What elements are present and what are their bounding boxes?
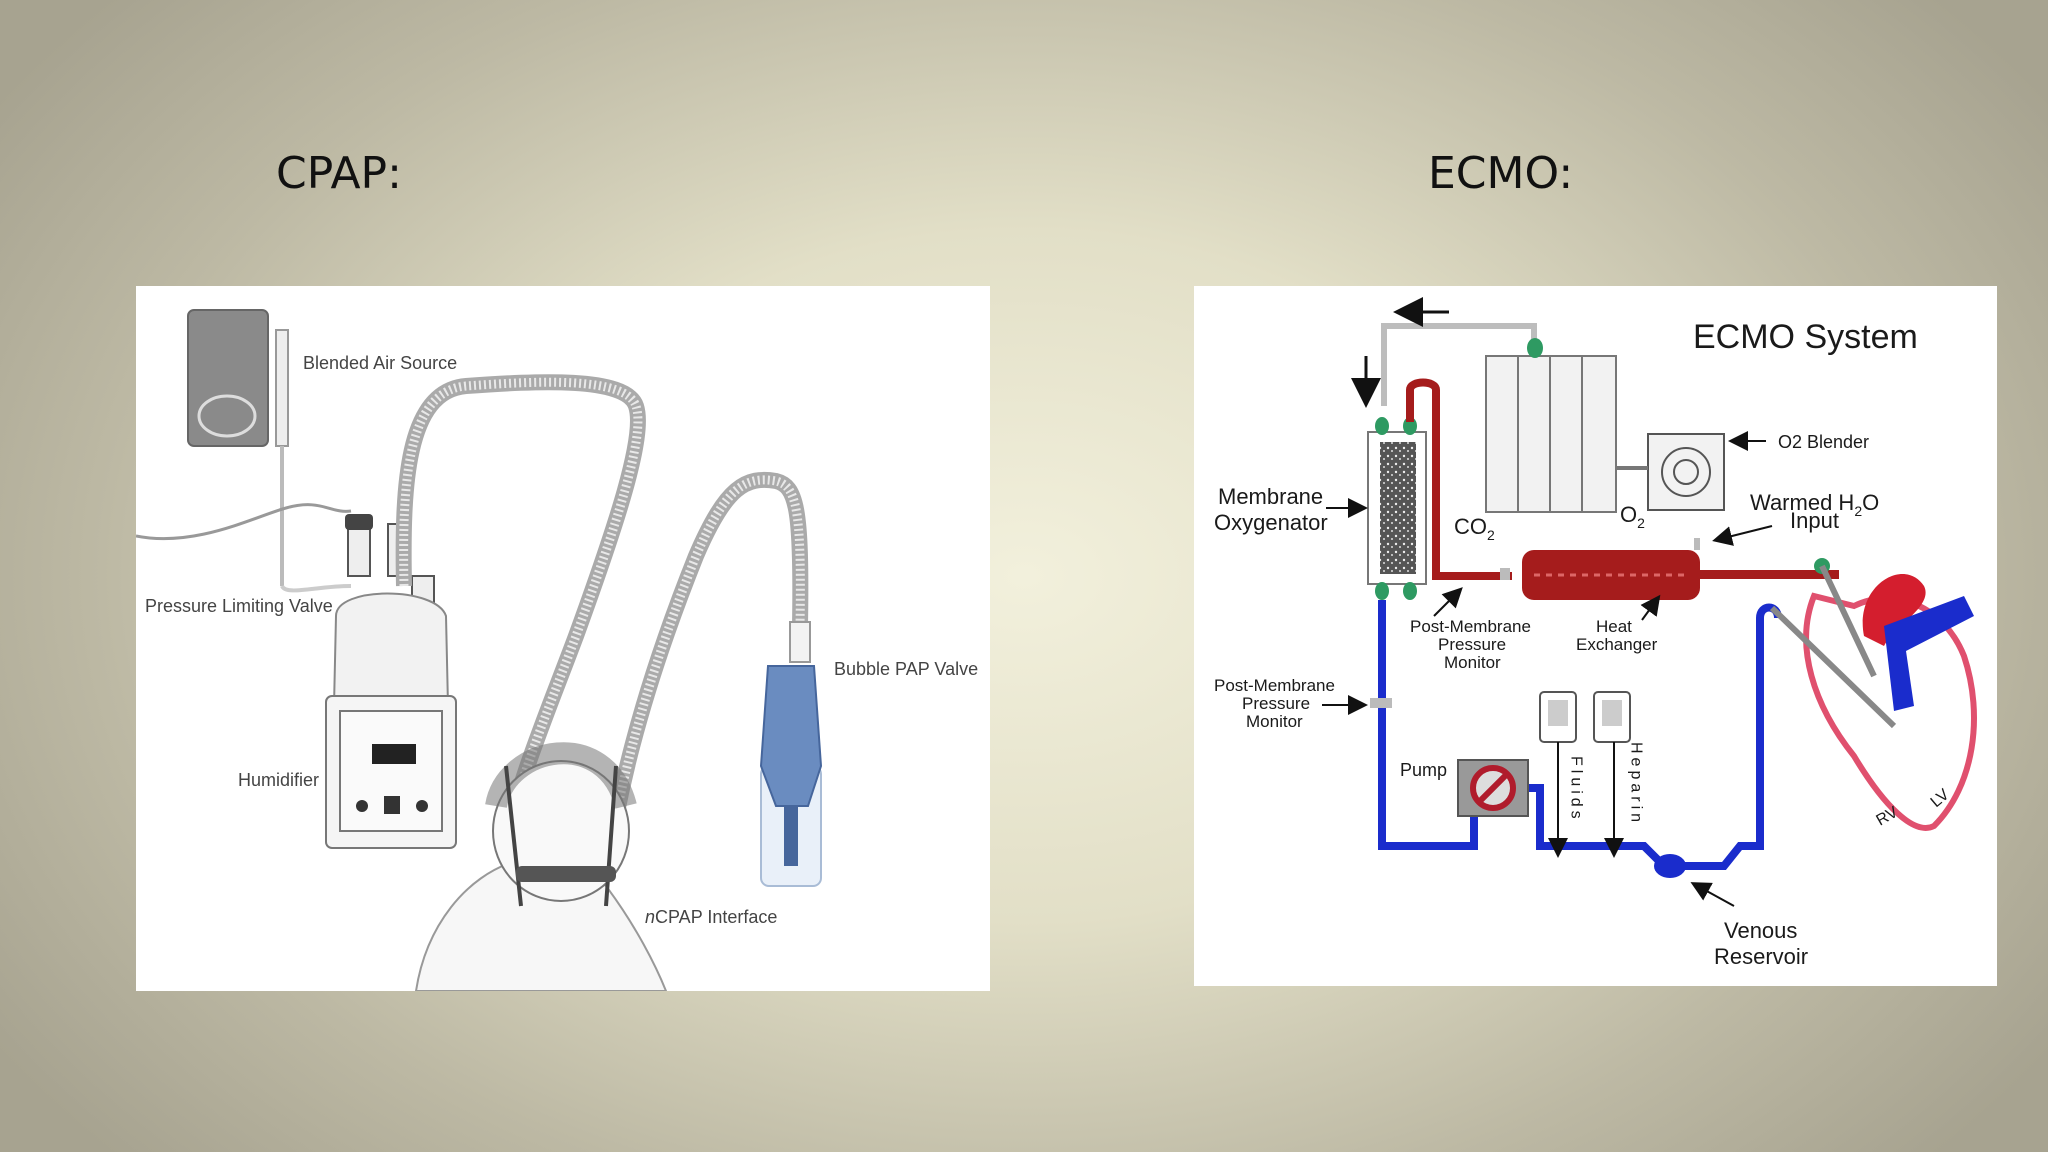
- membrane-oxygenator: [1367, 417, 1427, 600]
- inspiratory-tube: [395, 374, 646, 848]
- o2-blender: [1616, 433, 1725, 511]
- heat-exchanger-label-line2: Exchanger: [1576, 635, 1658, 654]
- pump: [1457, 759, 1529, 817]
- venous-reservoir-label-line2: Reservoir: [1714, 944, 1808, 969]
- heparin-bag: [1593, 691, 1631, 858]
- heat-exchanger-label-line1: Heat: [1596, 617, 1632, 636]
- membrane-label-line1: Membrane: [1218, 484, 1323, 509]
- heparin-label: Heparin: [1628, 742, 1645, 826]
- ncpap-interface-label: nCPAP Interface: [645, 907, 777, 927]
- blended-air-source-label: Blended Air Source: [303, 353, 457, 373]
- cpap-heading: CPAP:: [276, 148, 402, 199]
- heart-illustration: [1769, 564, 1977, 831]
- venous-reservoir-label-line1: Venous: [1724, 918, 1797, 943]
- ecmo-diagram: ECMO System O2 Blender Membrane Oxygenat…: [1214, 297, 1977, 969]
- post-membrane-b-line1: Post-Membrane: [1214, 676, 1335, 695]
- o2-gas-label: O2: [1620, 502, 1645, 531]
- venous-reservoir: [1654, 854, 1686, 878]
- post-membrane-b-line3: Monitor: [1246, 712, 1303, 731]
- co2-label: CO2: [1454, 514, 1495, 543]
- warmed-water-label-line1: Warmed H2O: [1750, 490, 1879, 519]
- bubble-pap-valve-label: Bubble PAP Valve: [834, 659, 978, 679]
- arterial-line-oxygenator: [1406, 378, 1512, 580]
- post-membrane-a-line3: Monitor: [1444, 653, 1501, 672]
- cpap-diagram: Blended Air Source Pressure Limiting Val…: [136, 309, 978, 991]
- ecmo-system-title: ECMO System: [1693, 318, 1918, 356]
- bubble-pap-valve: [759, 621, 823, 887]
- post-membrane-a-line2: Pressure: [1438, 635, 1506, 654]
- o2-blender-label: O2 Blender: [1778, 432, 1869, 452]
- humidifier-label: Humidifier: [238, 770, 319, 790]
- humidifier-unit: [325, 592, 457, 849]
- gas-flowmeter-bank: [1485, 338, 1617, 513]
- blended-air-source-unit: [187, 309, 289, 586]
- pump-label: Pump: [1400, 760, 1447, 780]
- pressure-limiting-valve-label: Pressure Limiting Valve: [145, 596, 333, 616]
- air-supply-line: [136, 503, 352, 541]
- post-membrane-a-line1: Post-Membrane: [1410, 617, 1531, 636]
- ecmo-diagram-panel: ECMO System O2 Blender Membrane Oxygenat…: [1194, 286, 1997, 986]
- infant-illustration: [414, 742, 668, 991]
- fluids-label: Fluids: [1568, 756, 1585, 823]
- post-membrane-b-line2: Pressure: [1242, 694, 1310, 713]
- warmed-water-label-line2: Input: [1790, 508, 1839, 533]
- fluids-bag: [1539, 691, 1577, 858]
- cpap-diagram-panel: Blended Air Source Pressure Limiting Val…: [136, 286, 990, 991]
- heat-exchanger: [1500, 538, 1839, 600]
- ecmo-heading: ECMO:: [1428, 148, 1574, 199]
- membrane-label-line2: Oxygenator: [1214, 510, 1328, 535]
